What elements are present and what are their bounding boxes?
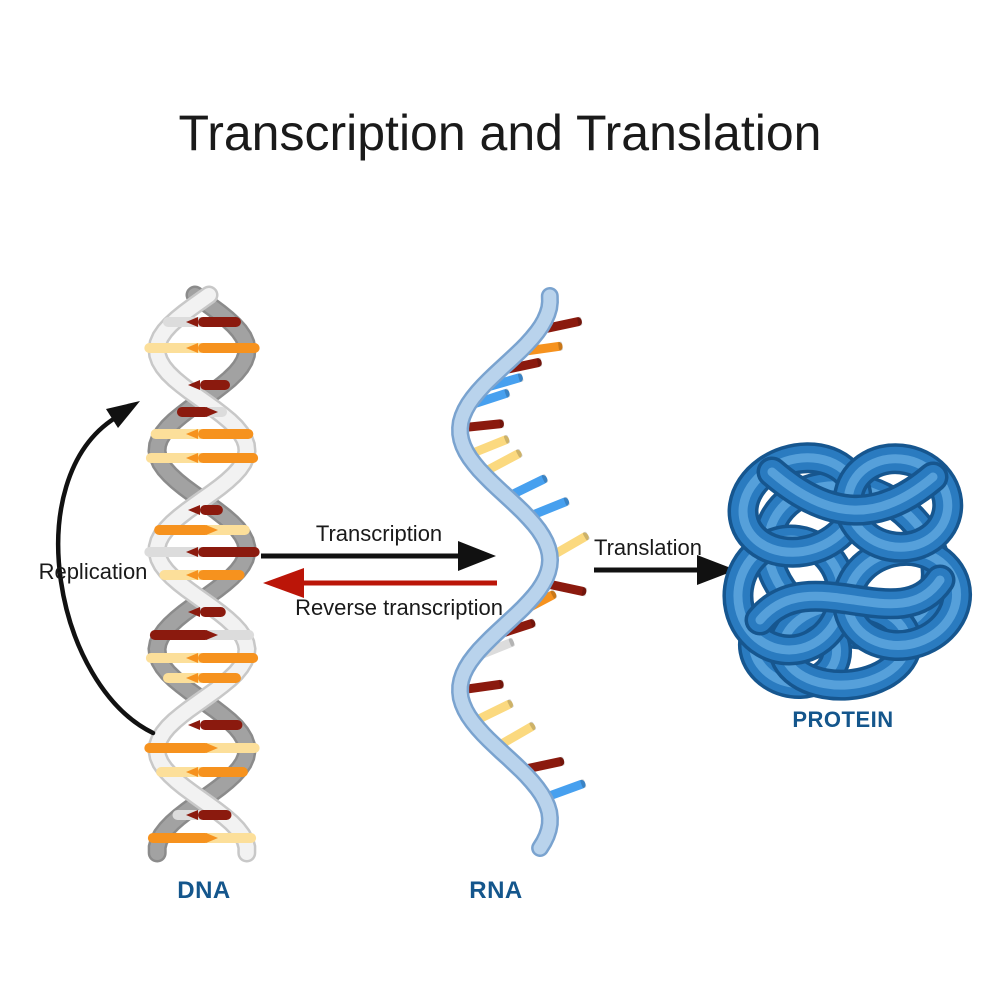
replication-arrow [56, 401, 156, 736]
rna-label: RNA [469, 877, 523, 904]
rna-strand [451, 287, 590, 857]
reverse-transcription-label: Reverse transcription [295, 595, 503, 620]
transcription-arrow [261, 541, 496, 571]
transcription-label: Transcription [316, 521, 442, 546]
translation-arrow [594, 555, 736, 585]
reverse-transcription-arrow [263, 568, 497, 598]
protein-blob [722, 442, 973, 701]
dna-helix [144, 285, 260, 863]
translation-label: Translation [594, 535, 702, 560]
dna-label: DNA [177, 877, 231, 904]
diagram-title: Transcription and Translation [178, 105, 822, 161]
replication-label: Replication [39, 559, 148, 584]
protein-label: PROTEIN [792, 707, 893, 732]
